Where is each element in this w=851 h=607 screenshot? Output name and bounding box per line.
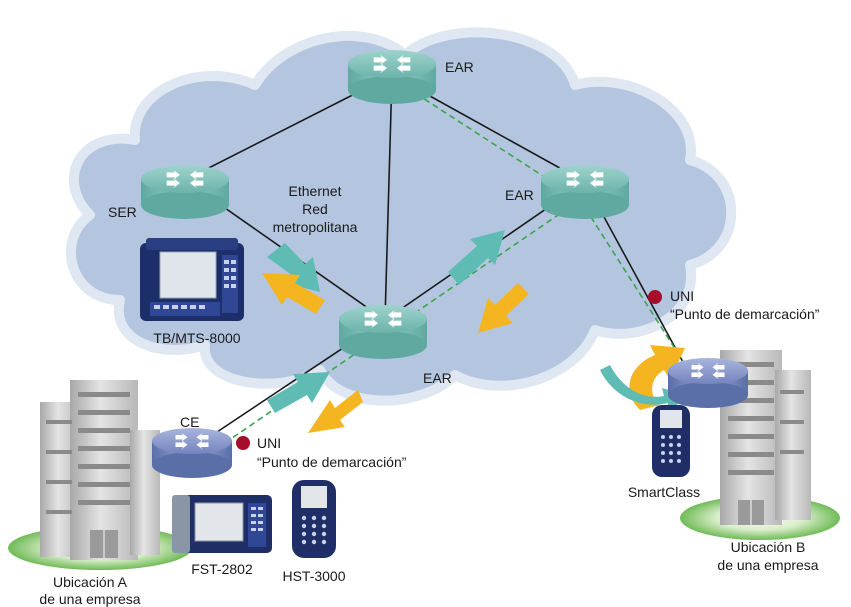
label-site-b-line1: Ubicación B — [731, 539, 806, 555]
label-ear-center: EAR — [423, 370, 452, 386]
router-ear-center — [339, 305, 427, 359]
tb-mts-8000-device — [140, 238, 244, 321]
router-ser — [141, 165, 229, 219]
label-demarc-left: “Punto de demarcación” — [257, 454, 407, 470]
label-hst: HST-3000 — [282, 568, 345, 584]
building-site-a — [40, 380, 160, 560]
label-demarc-right: “Punto de demarcación” — [670, 306, 820, 322]
label-cloud-line3: metropolitana — [273, 219, 358, 235]
router-ce-site-a — [152, 428, 232, 478]
label-tb-mts: TB/MTS-8000 — [153, 330, 240, 346]
label-fst: FST-2802 — [191, 561, 253, 577]
label-site-a-line2: de una empresa — [39, 591, 140, 607]
label-uni-right: UNI — [670, 288, 694, 304]
label-site-b-line2: de una empresa — [717, 557, 818, 573]
label-cloud-line1: Ethernet — [289, 183, 342, 199]
label-site-a-line1: Ubicación A — [53, 574, 128, 590]
building-site-b — [720, 350, 811, 525]
label-ser: SER — [108, 204, 137, 220]
uni-dot-left — [236, 436, 250, 450]
orange-arrows — [262, 273, 685, 433]
router-ear-top — [348, 50, 436, 104]
label-uni-left: UNI — [257, 435, 281, 451]
label-smartclass: SmartClass — [628, 484, 700, 500]
router-ear-right — [541, 165, 629, 219]
label-ce: CE — [180, 414, 199, 430]
arrow-teal-curved — [600, 365, 690, 412]
arrow-teal-lower-left — [267, 372, 330, 413]
arrow-orange-curved — [629, 345, 685, 410]
label-cloud-line2: Red — [302, 201, 328, 217]
arrow-teal-cloud-label — [267, 243, 320, 292]
router-ce-site-b — [668, 358, 748, 408]
fst-2802-device — [172, 495, 272, 553]
uni-dot-right — [648, 290, 662, 304]
smartclass-device — [652, 405, 690, 477]
arrow-orange-lower-left — [308, 390, 363, 433]
label-ear-right: EAR — [505, 187, 534, 203]
arrow-orange-to-tester — [262, 273, 325, 314]
label-ear-top: EAR — [445, 59, 474, 75]
hst-3000-device — [292, 480, 336, 558]
arrow-teal-center-right — [448, 230, 505, 285]
arrow-orange-center-right — [478, 283, 529, 333]
teal-arrows — [267, 230, 505, 413]
